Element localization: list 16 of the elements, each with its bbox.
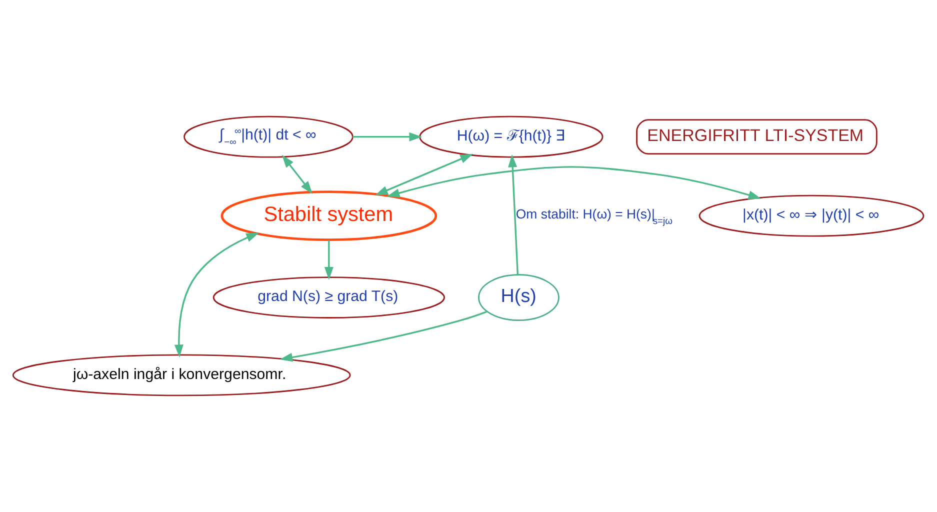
arrow [386, 166, 762, 200]
edge-label: Om stabilt: H(ω) = H(s)|$_{s=jω}$ [516, 206, 673, 227]
node-ellipse: H(s) [478, 274, 560, 321]
arrow [324, 240, 334, 280]
arrow [174, 232, 260, 358]
node-ellipse: jω-axeln ingår i konvergensomr. [12, 354, 351, 396]
node-ellipse: ∫$_{−∞}$$^{∞}$|h(t)| dt < ∞ [184, 116, 354, 158]
node-ellipse: H(ω) = ℱ{h(t)} ∃ [419, 116, 604, 158]
node-ellipse: grad N(s) ≥ grad T(s) [212, 276, 445, 318]
arrow [280, 310, 488, 362]
arrow [352, 132, 422, 142]
arrow [508, 154, 519, 275]
arrow [374, 154, 474, 196]
node-ellipse: |x(t)| < ∞ ⇒ |y(t)| < ∞ [698, 194, 924, 237]
arrow [282, 154, 313, 194]
label: ENERGIFRITT LTI-SYSTEM [647, 126, 864, 145]
